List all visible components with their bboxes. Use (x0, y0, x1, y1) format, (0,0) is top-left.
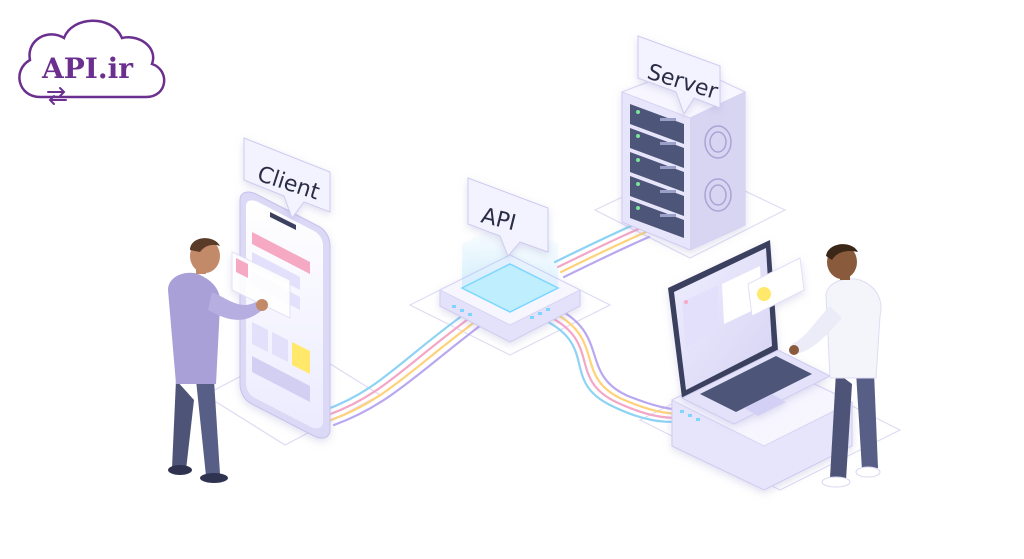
floating-card (747, 257, 805, 317)
brand-name: API.ir (41, 52, 134, 85)
cloud-exchange-icon (18, 19, 166, 99)
server-rack (620, 65, 747, 251)
api-gateway (438, 220, 582, 343)
person-developer (789, 244, 882, 488)
connection-api-server (553, 220, 651, 279)
client-label-bubble: Client (243, 137, 331, 220)
brand-logo[interactable]: API.ir (18, 19, 166, 105)
fan-icon (704, 125, 732, 212)
keyboard (700, 356, 812, 412)
person-client-user (168, 238, 268, 483)
api-label-bubble: API (467, 177, 549, 257)
smartphone (231, 191, 331, 439)
exchange-arrows-icon (47, 87, 67, 105)
server-units (630, 104, 684, 238)
connection-client-api (323, 308, 487, 427)
